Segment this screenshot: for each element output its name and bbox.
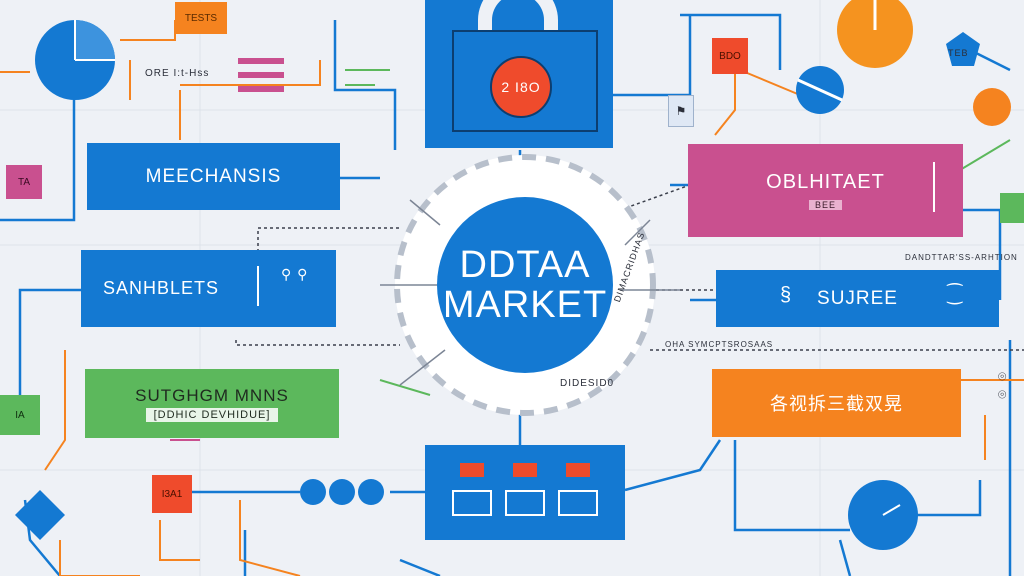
node-mechanisms[interactable]: MEECHANSIS (87, 143, 340, 210)
node-oblhitaet[interactable]: OBLHITAET BEE (688, 144, 963, 237)
top-badge: 2 I8O (490, 56, 552, 118)
small-tag-top-center: ⚑ (668, 95, 694, 127)
label-right-top: TEB (948, 48, 969, 58)
server-led-2 (513, 463, 537, 477)
hub-title-line2: MARKET (442, 284, 608, 326)
hub-circle[interactable]: DDTAA MARKET (437, 197, 613, 373)
server-slot-2 (505, 490, 545, 516)
small-icon-right-top: ⌾ (998, 368, 1008, 384)
node-cn-label[interactable]: 各视拆三截双晃 (712, 369, 961, 437)
node-bracket (933, 162, 935, 212)
node-sanhblets[interactable]: SANHBLETS ⚲ ⚲ (81, 250, 336, 327)
node-sutghgm[interactable]: SUTGHGM MNNS [DDHIC DEVHIDUE] (85, 369, 339, 438)
small-icon-right-bottom: ⌾ (998, 386, 1008, 402)
label-right-text-2: OHA SYMCPTSROSAAS (665, 340, 774, 349)
tag-left-mid: IA (0, 395, 40, 435)
server-slot-1 (452, 490, 492, 516)
tag-right-green (1000, 193, 1024, 223)
server-led-3 (566, 463, 590, 477)
tag-tiny-left: TA (6, 165, 42, 199)
bottom-server-box[interactable] (425, 445, 625, 540)
tag-tests: TESTS (175, 2, 227, 34)
node-divider (257, 266, 259, 306)
hub-title-line1: DDTAA (459, 244, 591, 286)
flag-icon: ⚑ (675, 104, 687, 118)
lock-shackle (478, 0, 558, 30)
node-glyphs: ⚲ ⚲ (281, 266, 309, 282)
label-ring-bottom: DIDESID0 (560, 378, 615, 389)
tag-bdo: BDO (712, 38, 748, 74)
label-top-left: ORE I:t-Hss (145, 68, 210, 79)
tag-bottom-left: I3A1 (152, 475, 192, 513)
label-right-text-1: DANDTTAR'SS-ARHTION (905, 253, 1018, 262)
lock-window (452, 30, 598, 132)
node-sujree[interactable]: § SUJREE ⁐ (716, 270, 999, 327)
server-slot-3 (558, 490, 598, 516)
server-led-1 (460, 463, 484, 477)
